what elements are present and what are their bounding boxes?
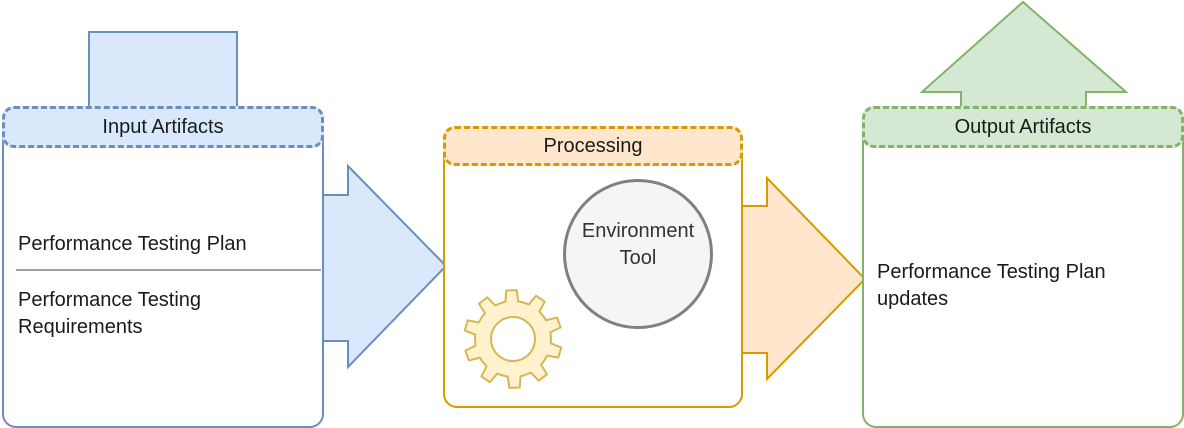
input-to-processing-arrow bbox=[321, 163, 448, 370]
output-artifacts-header: Output Artifacts bbox=[862, 106, 1184, 148]
output-up-arrow bbox=[919, 0, 1129, 111]
output-artifacts-title: Output Artifacts bbox=[954, 115, 1092, 138]
input-artifacts-title: Input Artifacts bbox=[102, 115, 224, 138]
processing-to-output-arrow bbox=[740, 175, 867, 382]
input-artifacts-box bbox=[2, 106, 324, 428]
environment-tool-circle: Environment Tool bbox=[563, 179, 713, 329]
input-artifacts-header: Input Artifacts bbox=[2, 106, 324, 148]
processing-title: Processing bbox=[543, 134, 643, 157]
input-tab bbox=[88, 31, 238, 109]
input-item-plan: Performance Testing Plan bbox=[18, 233, 247, 255]
input-item-divider bbox=[16, 269, 321, 271]
output-artifacts-box bbox=[862, 106, 1184, 428]
processing-header: Processing bbox=[443, 126, 743, 166]
environment-tool-label: Environment Tool bbox=[581, 220, 695, 269]
gear-icon bbox=[463, 289, 563, 389]
output-item-plan-updates: Performance Testing Plan updates bbox=[877, 261, 1106, 310]
input-item-requirements: Performance Testing Requirements bbox=[18, 289, 202, 338]
